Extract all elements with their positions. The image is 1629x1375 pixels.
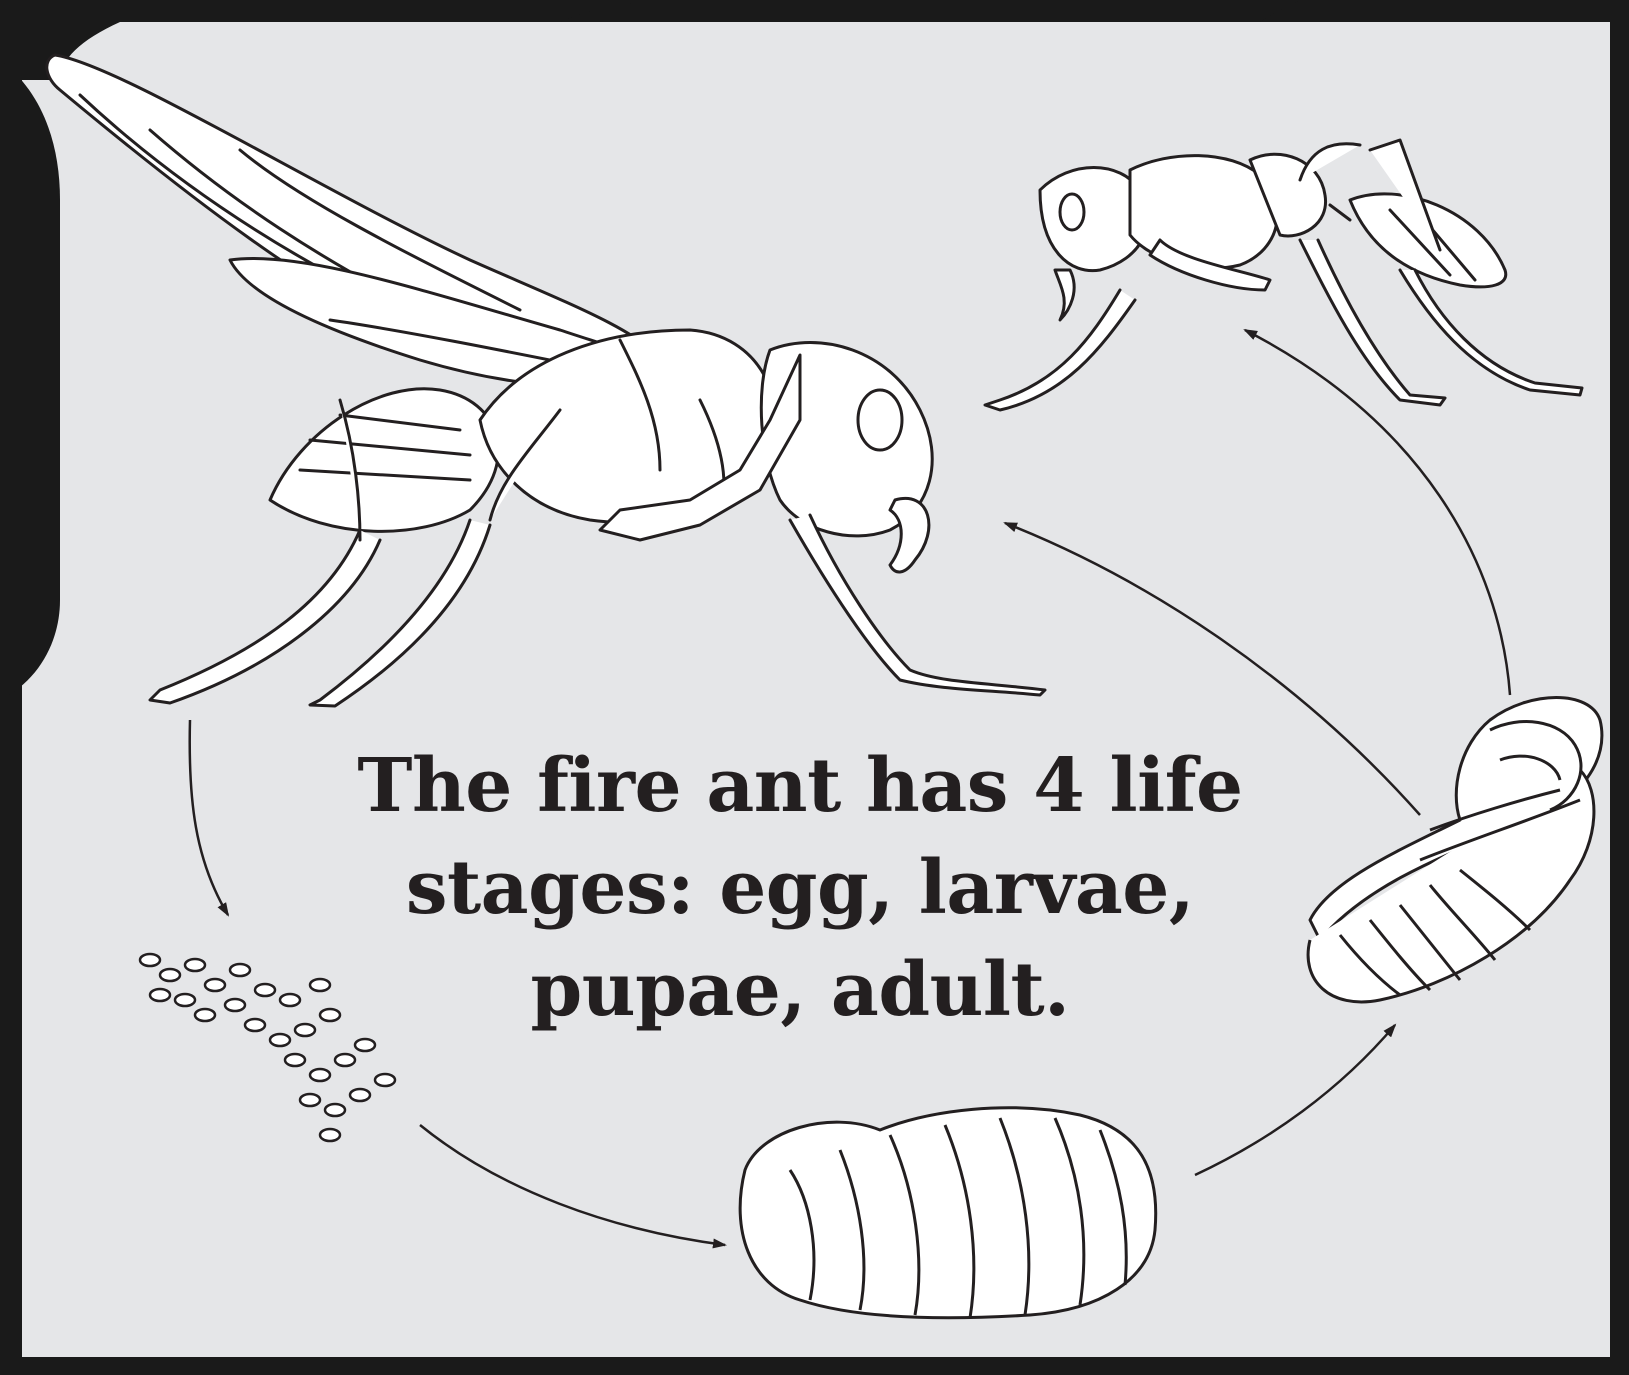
caption-line-3: pupae, adult. [300,939,1300,1041]
life-stages-caption: The fire ant has 4 life stages: egg, lar… [300,735,1300,1041]
caption-line-1: The fire ant has 4 life [300,735,1300,837]
larva-icon [740,1108,1156,1318]
caption-line-2: stages: egg, larvae, [300,837,1300,939]
